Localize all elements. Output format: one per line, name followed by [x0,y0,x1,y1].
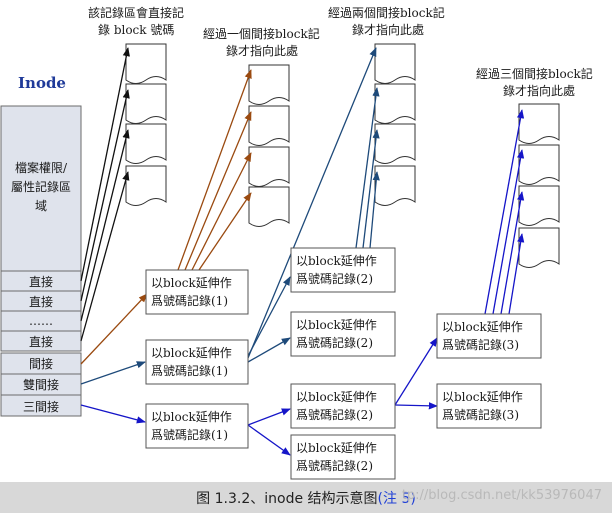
label-double-line-1: 經過兩個間接block記 [328,5,445,20]
ext-box-level2-double-a: 以block延伸作 爲號碼記錄(2) [290,247,396,293]
inode-attribute-area [0,105,82,272]
data-block [125,43,167,84]
data-block [248,105,290,146]
inode-attr-line-2: 屬性記錄區 [11,179,71,194]
data-block [125,123,167,164]
ext-box-line-2: 爲號碼記錄(3) [442,407,519,422]
data-block [518,227,560,268]
ext-box-level1-single: 以block延伸作 爲號碼記錄(1) [145,269,249,315]
label-triple-indirect: 經過三個間接block記 錄才指向此處 [476,66,593,98]
caption-note-link[interactable]: (注 5) [377,490,416,507]
ext-box-line-2: 爲號碼記錄(2) [296,335,373,350]
ext-box-line-1: 以block延伸作 [151,276,232,290]
caption-text: 图 1.3.2、inode 结构示意图 [196,490,378,507]
label-single-line-1: 經過一個間接block記 [203,26,320,41]
label-double-indirect: 經過兩個間接block記 錄才指向此處 [328,5,445,37]
ext-box-line-2: 爲號碼記錄(1) [151,427,228,442]
data-block [248,64,290,105]
inode-cell-label: 直接 [29,334,53,349]
data-block [374,165,416,206]
ext-box-line-1: 以block延伸作 [296,318,377,332]
label-direct-line-1: 該記錄區會直接記 [88,5,184,20]
inode-cell-label: …… [29,314,53,328]
ext-box-level2-triple-b: 以block延伸作 爲號碼記錄(2) [290,434,396,480]
arrows-direct [80,47,130,342]
inode-attr-line-3: 域 [35,199,47,213]
inode-cell-label: 三間接 [23,399,59,414]
ext-box-line-2: 爲號碼記錄(1) [151,293,228,308]
data-block [518,185,560,226]
ext-box-level2-double-b: 以block延伸作 爲號碼記錄(2) [290,311,396,357]
inode-structure-diagram: Inode 檔案權限/ 屬性記錄區 域 直接 直接 …… 直接 間接 雙間接 三… [0,5,593,480]
inode-cell-label: 直接 [29,274,53,289]
label-direct: 該記錄區會直接記 錄 block 號碼 [88,5,184,37]
inode-cell-label: 雙間接 [23,377,59,392]
ext-box-line-1: 以block延伸作 [296,254,377,268]
data-block [374,83,416,124]
data-block [248,186,290,227]
label-double-line-2: 錄才指向此處 [352,22,424,37]
ext-box-line-2: 爲號碼記錄(3) [442,337,519,352]
inode-attr-line-1: 檔案權限/ [15,160,68,175]
data-block [374,123,416,164]
ext-box-line-1: 以block延伸作 [151,346,232,360]
data-blocks-single [248,64,290,227]
data-blocks-triple [518,103,560,268]
arrows-double-indirect [80,47,380,385]
arrows-triple-indirect [80,109,525,456]
ext-box-line-1: 以block延伸作 [296,441,377,455]
data-block [374,43,416,84]
data-blocks-direct [125,43,167,206]
inode-pointer-cells: 直接 直接 …… 直接 間接 雙間接 三間接 [0,270,82,417]
ext-box-line-1: 以block延伸作 [442,320,523,334]
data-block [518,144,560,185]
data-block [125,165,167,206]
data-block [125,83,167,124]
ext-box-line-2: 爲號碼記錄(2) [296,271,373,286]
arrows-single-indirect [80,69,252,365]
label-single-line-2: 錄才指向此處 [226,43,298,58]
label-triple-line-2: 錄才指向此處 [503,83,575,98]
ext-box-level1-double: 以block延伸作 爲號碼記錄(1) [145,339,249,385]
watermark-text: tp://blog.csdn.net/kk53976047 [401,488,602,503]
inode-cell-label: 間接 [29,356,53,371]
ext-box-line-2: 爲號碼記錄(2) [296,458,373,473]
ext-box-line-1: 以block延伸作 [296,390,377,404]
ext-box-line-1: 以block延伸作 [151,410,232,424]
label-single-indirect: 經過一個間接block記 錄才指向此處 [203,26,320,58]
ext-box-level3-triple-b: 以block延伸作 爲號碼記錄(3) [436,383,542,429]
ext-box-level3-triple-a: 以block延伸作 爲號碼記錄(3) [436,313,542,359]
ext-box-line-2: 爲號碼記錄(1) [151,363,228,378]
ext-box-line-2: 爲號碼記錄(2) [296,407,373,422]
figure-caption: 图 1.3.2、inode 结构示意图(注 5) [0,482,612,513]
ext-box-line-1: 以block延伸作 [442,390,523,404]
label-direct-line-2: 錄 block 號碼 [98,22,174,37]
data-block [248,146,290,187]
label-triple-line-1: 經過三個間接block記 [476,66,593,81]
data-blocks-double [374,43,416,206]
ext-box-level2-triple-a: 以block延伸作 爲號碼記錄(2) [290,383,396,429]
data-block [518,103,560,144]
ext-box-level1-triple: 以block延伸作 爲號碼記錄(1) [145,403,249,449]
inode-title: Inode [18,74,66,92]
inode-cell-label: 直接 [29,294,53,309]
